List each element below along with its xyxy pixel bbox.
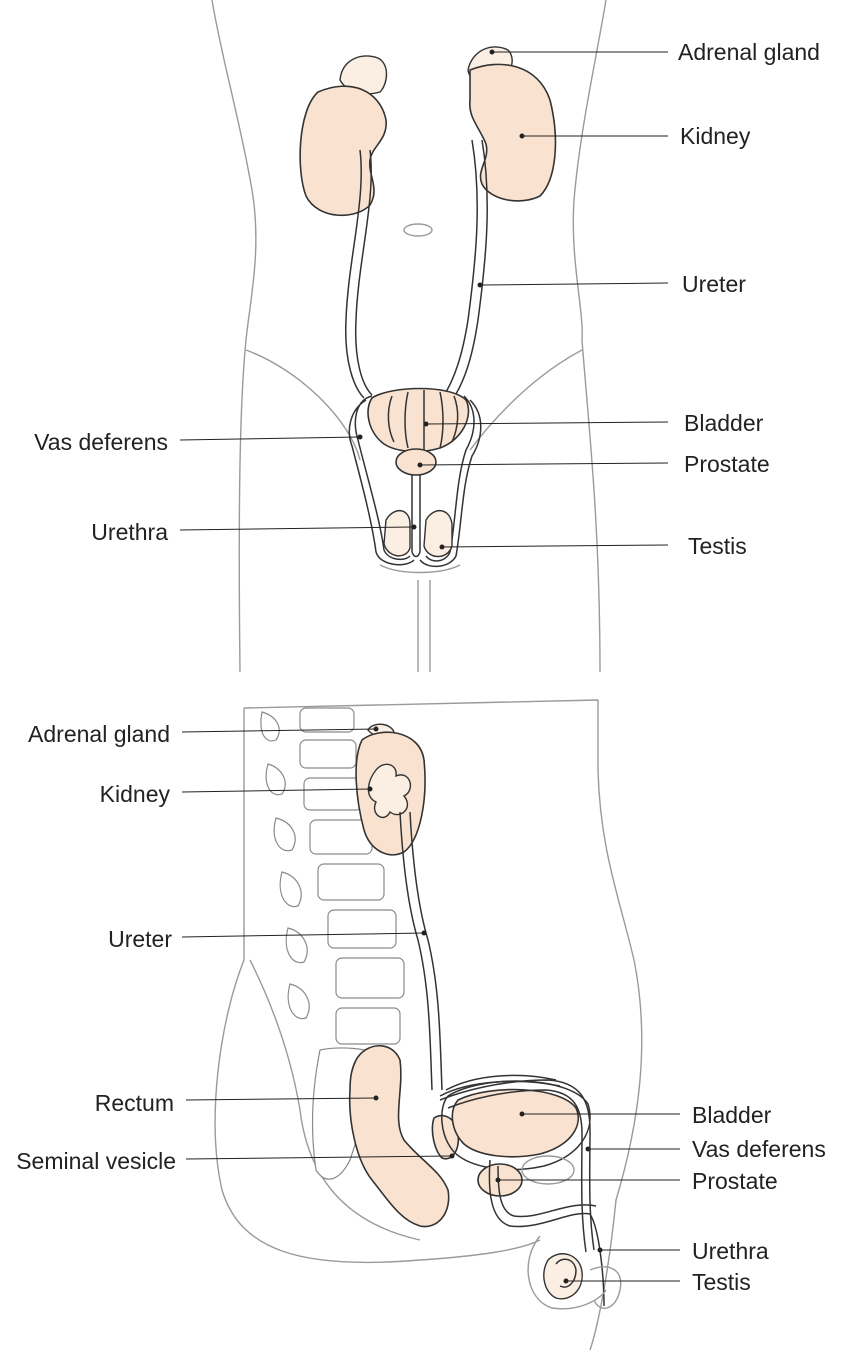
- leader-bladder-front: [425, 421, 669, 425]
- label-rectum-side: Rectum: [95, 1090, 174, 1116]
- front-leaders: [179, 49, 669, 550]
- leader-prostate-front: [419, 462, 669, 466]
- vertebra: [299, 739, 357, 769]
- label-ureter-side: Ureter: [108, 926, 172, 952]
- leader-dot: [449, 1153, 455, 1159]
- leader-dot: [519, 1111, 525, 1117]
- label-vas-deferens-front: Vas deferens: [34, 429, 168, 455]
- vertebra: [317, 863, 385, 901]
- label-ureter-front: Ureter: [682, 271, 746, 297]
- leader-seminal-vesicle-side: [185, 1155, 453, 1160]
- leader-dot: [423, 421, 429, 427]
- side-testis: [543, 1253, 583, 1300]
- front-bladder: [367, 387, 470, 453]
- leader-dot: [367, 786, 373, 792]
- front-view: Adrenal gland Kidney Ureter Bladder Pros…: [34, 0, 820, 673]
- front-leg-lines: [379, 564, 461, 672]
- side-bladder-top: [439, 1074, 561, 1097]
- leader-ureter-side: [181, 932, 425, 938]
- front-urethra: [411, 474, 421, 558]
- front-ureter-right: [445, 139, 488, 395]
- side-leaders: [181, 726, 680, 1284]
- leader-dot: [439, 544, 445, 550]
- side-kidney-pelvis: [367, 763, 412, 818]
- label-seminal-vesicle-side: Seminal vesicle: [16, 1148, 176, 1174]
- front-kidney-left: [299, 85, 387, 217]
- label-urethra-front: Urethra: [91, 519, 168, 545]
- front-prostate: [395, 448, 437, 476]
- side-scrotum: [527, 1235, 622, 1310]
- navel: [403, 223, 433, 237]
- side-view: Adrenal gland Kidney Ureter Rectum Semin…: [16, 699, 826, 1351]
- leader-kidney-side: [181, 788, 371, 793]
- label-urethra-side: Urethra: [692, 1238, 769, 1264]
- spinous-process: [273, 817, 296, 852]
- front-testis-right: [423, 510, 453, 558]
- front-bladder-striations: [387, 390, 459, 450]
- spinous-process: [287, 983, 310, 1020]
- side-vas-deferens: [439, 1079, 595, 1253]
- leader-dot: [495, 1177, 501, 1183]
- leader-dot: [421, 930, 427, 936]
- leader-rectum-side: [185, 1097, 377, 1101]
- spinous-process: [260, 711, 280, 742]
- leader-dot: [489, 49, 495, 55]
- label-bladder-front: Bladder: [684, 410, 764, 436]
- front-kidney-right: [469, 63, 557, 202]
- spine: [260, 707, 405, 1180]
- front-ureter-left: [344, 149, 373, 399]
- label-testis-side: Testis: [692, 1269, 751, 1295]
- vertebra: [335, 1007, 401, 1045]
- side-pubic-bone: [521, 1155, 575, 1185]
- side-body-outline: [214, 699, 643, 1351]
- label-adrenal-gland-side: Adrenal gland: [28, 721, 170, 747]
- spinous-process: [285, 927, 308, 964]
- label-vas-deferens-side: Vas deferens: [692, 1136, 826, 1162]
- front-testis-left: [383, 510, 411, 557]
- leader-dot: [477, 282, 483, 288]
- side-urethra: [488, 1159, 605, 1307]
- side-epididymis: [555, 1258, 577, 1288]
- leader-dot: [417, 462, 423, 468]
- leader-dot: [585, 1146, 591, 1152]
- label-prostate-side: Prostate: [692, 1168, 778, 1194]
- leader-dot: [373, 726, 379, 732]
- leader-dot: [373, 1095, 379, 1101]
- spinous-process: [279, 871, 302, 908]
- leader-urethra-front: [179, 526, 415, 531]
- leader-dot: [519, 133, 525, 139]
- label-bladder-side: Bladder: [692, 1102, 772, 1128]
- label-kidney-side: Kidney: [100, 781, 171, 807]
- spinous-process: [265, 763, 286, 796]
- vertebra: [299, 707, 355, 733]
- front-torso-outline: [211, 0, 607, 673]
- leader-dot: [597, 1247, 603, 1253]
- vertebra: [335, 957, 405, 999]
- vertebra: [303, 777, 363, 811]
- leader-adrenal-side: [181, 728, 377, 733]
- front-vas-deferens: [348, 395, 482, 568]
- leader-testis-front: [441, 544, 669, 548]
- side-buttock-line: [249, 959, 421, 1241]
- leader-vas-deferens-front: [179, 436, 361, 441]
- front-waist-line: [245, 349, 583, 461]
- label-kidney-front: Kidney: [680, 123, 751, 149]
- side-rectum: [348, 1045, 450, 1228]
- leader-ureter-front: [479, 282, 669, 286]
- side-ureter: [399, 811, 443, 1091]
- vertebra: [327, 909, 397, 949]
- label-testis-front: Testis: [688, 533, 747, 559]
- leader-dot: [563, 1278, 569, 1284]
- label-adrenal-gland-front: Adrenal gland: [678, 39, 820, 65]
- leader-dot: [411, 524, 417, 530]
- leader-dot: [357, 434, 363, 440]
- label-prostate-front: Prostate: [684, 451, 770, 477]
